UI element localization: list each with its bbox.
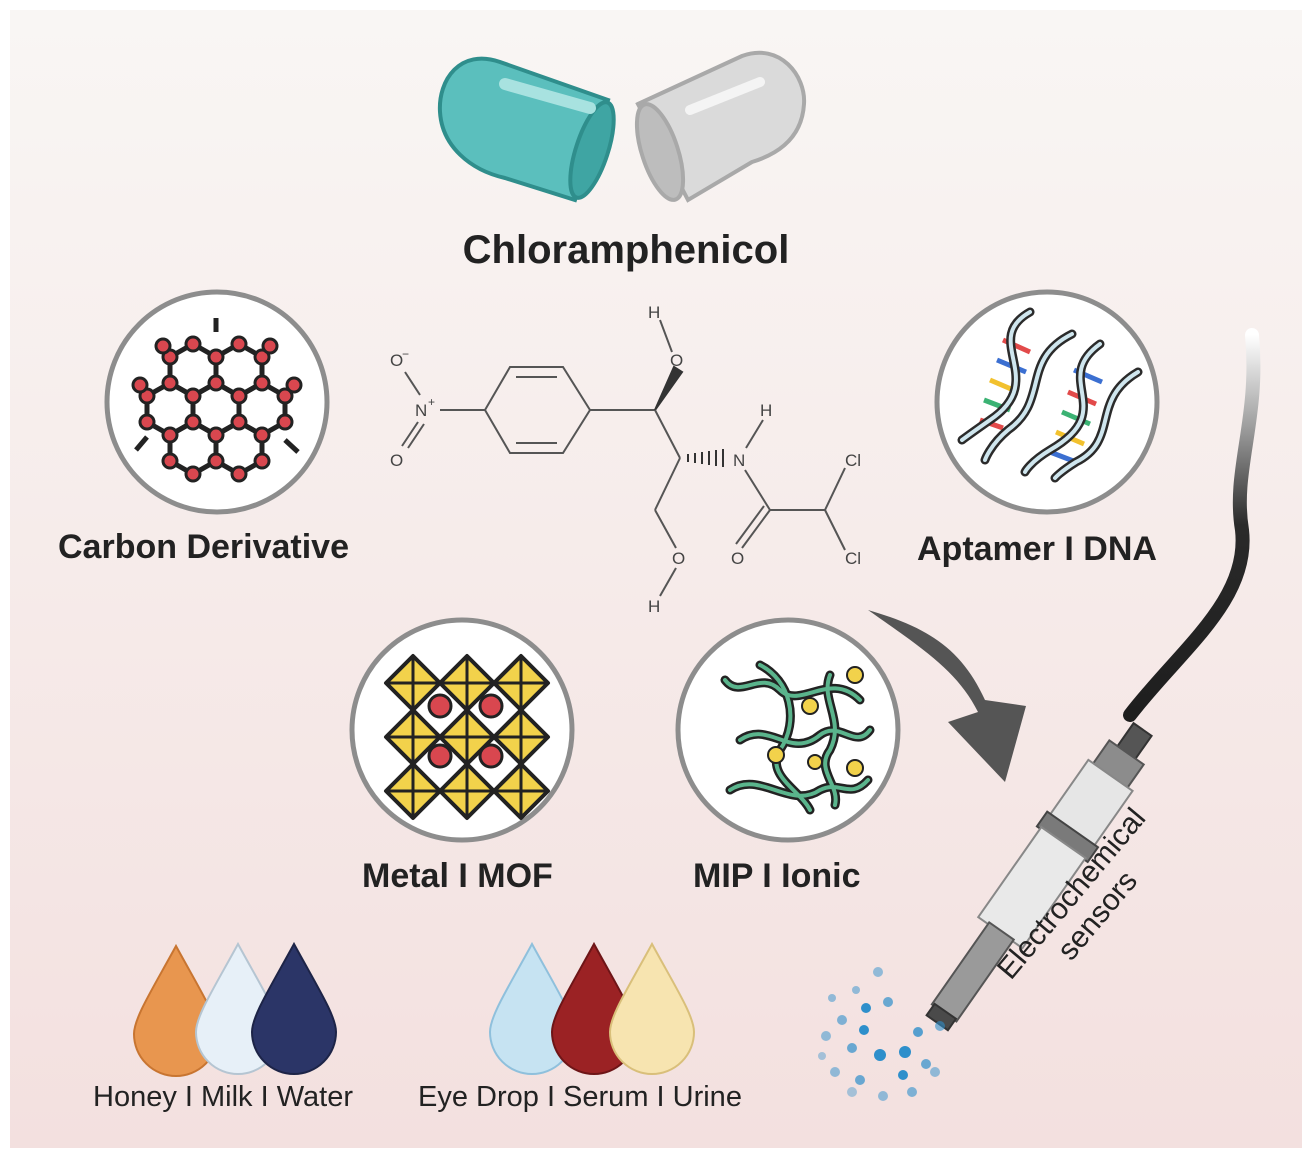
polymer-icon	[720, 660, 875, 815]
dna-icon	[957, 307, 1143, 483]
charge-minus: −	[402, 347, 409, 361]
atom-cl-2: Cl	[845, 549, 861, 568]
label-clinical-samples: Eye Drop I Serum I Urine	[418, 1081, 742, 1113]
label-mip-ionic: MIP I Ionic	[693, 857, 861, 895]
signal-dots	[818, 967, 945, 1101]
atom-o-bottom: O	[672, 549, 685, 568]
atom-h-top: H	[648, 303, 660, 322]
atom-o-top: O	[670, 351, 683, 370]
label-metal-mof: Metal I MOF	[362, 857, 553, 895]
label-carbon-derivative: Carbon Derivative	[58, 528, 349, 566]
atom-cl-1: Cl	[845, 451, 861, 470]
atom-n-plus: N	[415, 401, 427, 420]
curved-arrow-icon	[868, 610, 1026, 782]
graphene-icon	[131, 318, 303, 483]
mof-icon	[384, 654, 550, 820]
label-food-samples: Honey I Milk I Water	[93, 1081, 353, 1113]
atom-labels: O − N + O H O H N Cl Cl O O H	[390, 303, 861, 616]
atom-h-bottom: H	[648, 597, 660, 616]
atom-n-amide: N	[733, 451, 745, 470]
droplet-icon-water	[250, 941, 338, 1075]
atom-o-minus: O	[390, 351, 403, 370]
atom-o-carbonyl: O	[731, 549, 744, 568]
droplet-icon-urine	[608, 941, 696, 1075]
capsule-icon	[437, 50, 807, 203]
atom-h-nh: H	[760, 401, 772, 420]
charge-plus: +	[428, 395, 435, 409]
electrode-icon	[925, 328, 1261, 1032]
chemical-structure	[401, 319, 846, 597]
label-aptamer-dna: Aptamer I DNA	[917, 530, 1157, 568]
atom-o-nitro: O	[390, 451, 403, 470]
diagram-title: Chloramphenicol	[462, 228, 790, 272]
